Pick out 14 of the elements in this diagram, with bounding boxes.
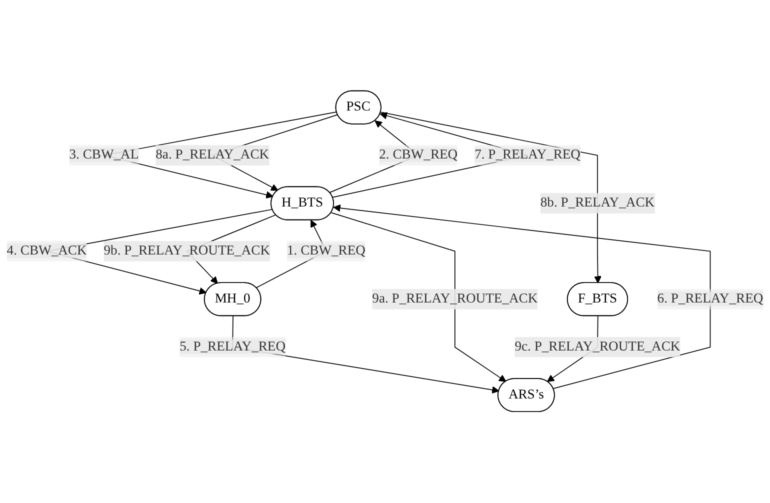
edge-label: 9a. P_RELAY_ROUTE_ACK	[372, 292, 538, 306]
edge-label: 9c. P_RELAY_ROUTE_ACK	[514, 340, 680, 354]
edge-label: 3. CBW_AL	[69, 148, 139, 162]
arrow	[330, 212, 506, 382]
edge-label: 7. P_RELAY_REQ	[474, 148, 580, 162]
edge-label: 2. CBW_REQ	[379, 148, 458, 162]
edge-label: 6. P_RELAY_REQ	[657, 292, 764, 306]
edge-label: 4. CBW_ACK	[6, 244, 87, 258]
edge-label: 1. CBW_REQ	[286, 244, 366, 258]
arrow	[333, 204, 711, 390]
edge-label: 9b. P_RELAY_ROUTE_ACK	[104, 244, 270, 258]
edge-label: 5. P_RELAY_REQ	[180, 340, 286, 354]
edge-label: 8b. P_RELAY_ACK	[540, 196, 655, 210]
edge-label: 8a. P_RELAY_ACK	[156, 148, 270, 162]
